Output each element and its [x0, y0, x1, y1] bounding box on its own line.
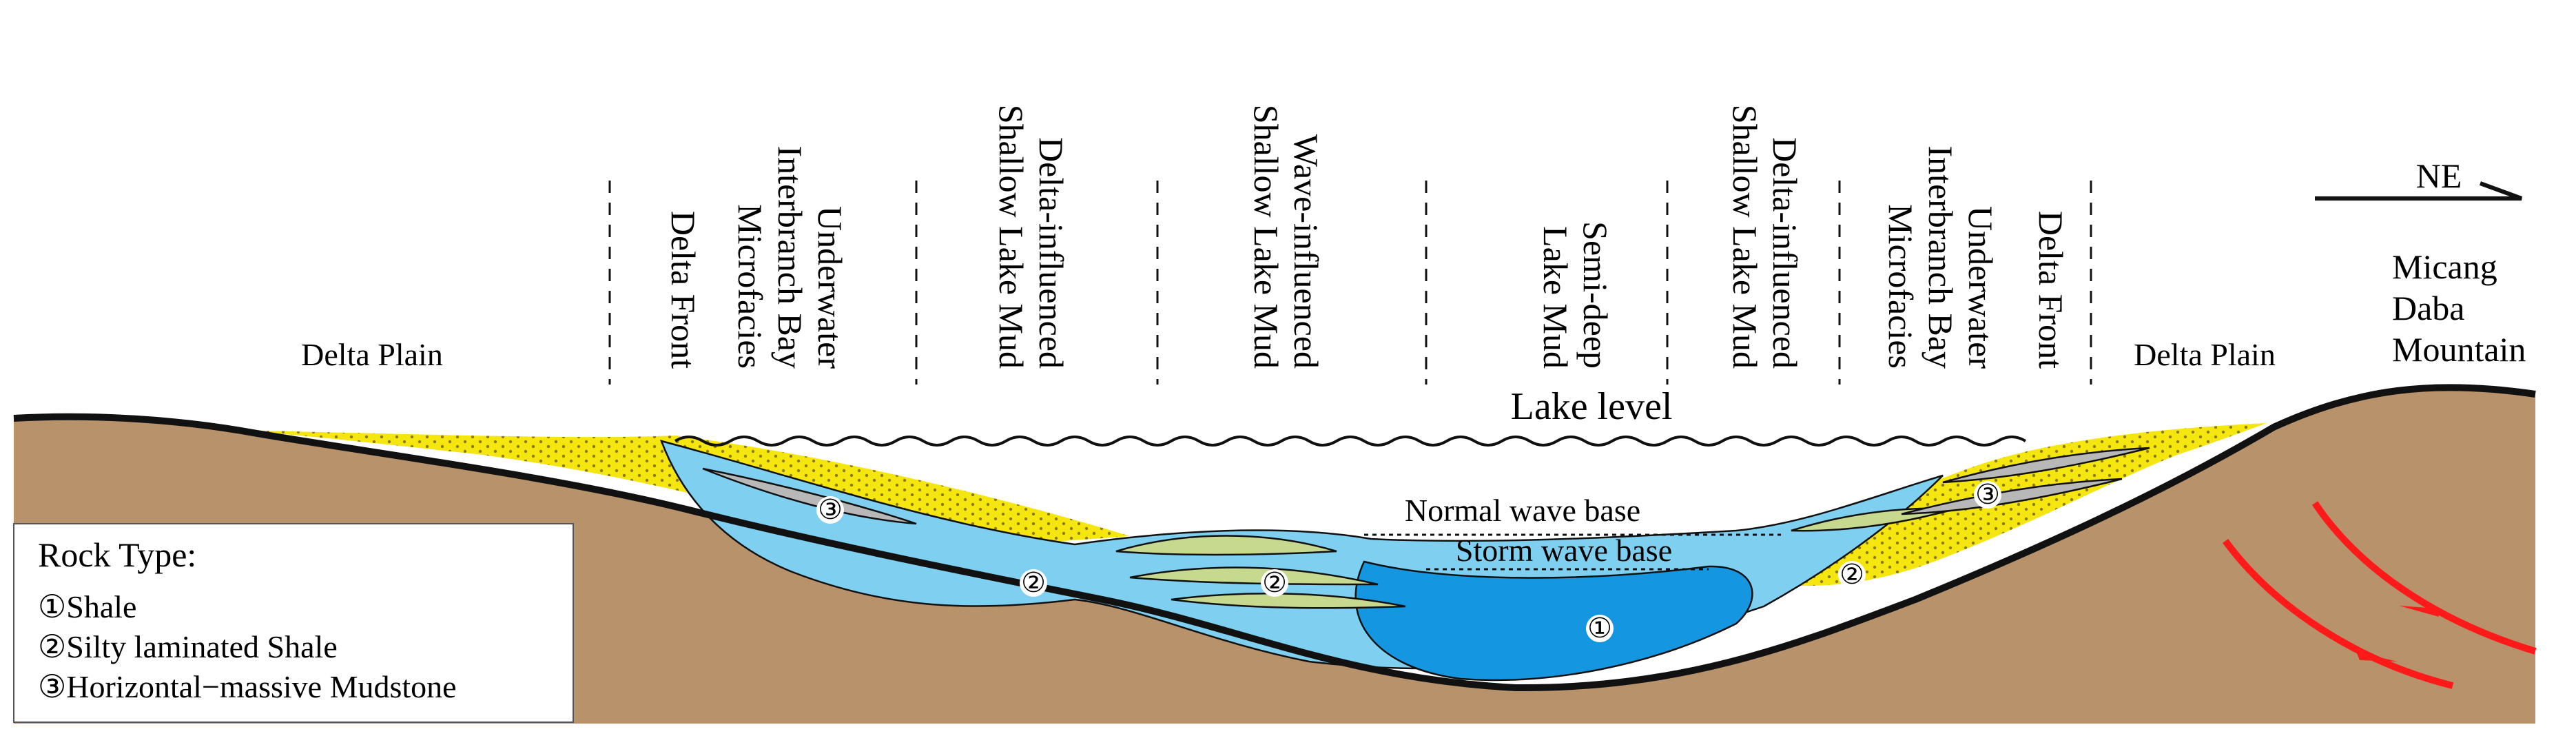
marker-symbol: ③: [818, 494, 843, 525]
rock-type-marker: ①: [1586, 613, 1614, 644]
storm-wave-base-label: Storm wave base: [1456, 533, 1672, 568]
mountain-label-line2: Daba: [2392, 289, 2465, 327]
normal-wave-base-label: Normal wave base: [1405, 493, 1640, 528]
silty-lens: [1129, 566, 1379, 586]
marker-background: [1020, 569, 1047, 597]
marker-symbol: ①: [1587, 613, 1612, 644]
fault-line: [2222, 539, 2454, 689]
direction-label: NE: [2416, 156, 2462, 195]
semi-deep-lake-mud: [1354, 560, 1753, 682]
basin-floor-outline: [13, 384, 2536, 692]
rock-type-marker: ②: [1838, 559, 1866, 590]
facies-label: Microfacies: [1882, 204, 1920, 369]
marker-background: [1261, 569, 1288, 597]
legend-text: Silty laminated Shale: [66, 629, 338, 664]
fault-arrow: [2356, 652, 2398, 662]
facies-label: Delta-influenced: [1766, 137, 1804, 369]
fault-arrow: [2399, 606, 2439, 617]
fault-line: [2311, 501, 2537, 655]
marker-symbol: ②: [1840, 559, 1864, 590]
delta-plain-left-label: Delta Plain: [301, 337, 443, 372]
facies-label: Interbranch Bay: [771, 146, 810, 369]
facies-label: Shallow Lake Mud: [1726, 105, 1764, 369]
facies-label: Underwater: [811, 206, 849, 369]
silty-lens: [1171, 593, 1406, 609]
marker-symbol: ②: [1021, 567, 1046, 598]
facies-label: Lake Mud: [1536, 226, 1575, 369]
marker-symbol: ②: [1262, 567, 1287, 598]
legend-symbol: ②: [38, 629, 66, 664]
silty-lens: [1115, 535, 1337, 556]
facies-label: Semi-deep: [1576, 221, 1615, 369]
mudstone-lens: [702, 467, 917, 525]
legend-symbol: ③: [38, 669, 66, 704]
facies-label: Wave-influenced: [1287, 134, 1326, 369]
facies-label: Microfacies: [731, 204, 770, 369]
rock-type-markers: ① ② ② ② ③ ③: [816, 479, 2001, 644]
legend-symbol: ①: [38, 589, 66, 624]
legend-item: ②Silty laminated Shale: [38, 629, 338, 664]
facies-label: Delta-influenced: [1032, 137, 1071, 369]
lake-level-label: Lake level: [1511, 385, 1673, 428]
mountain-label-line3: Mountain: [2392, 330, 2526, 369]
lake-level-line: [674, 436, 2027, 447]
legend-item: ①Shale: [38, 589, 136, 624]
facies-label: Delta Front: [2032, 211, 2070, 369]
rock-type-marker: ②: [1020, 567, 1047, 598]
basement-substrate: [14, 387, 2535, 724]
marker-background: [1838, 561, 1866, 589]
legend-box: [13, 523, 574, 723]
mountain-label-line1: Micang: [2392, 247, 2497, 286]
facies-label: Delta Front: [664, 211, 703, 369]
marker-background: [816, 496, 844, 524]
legend-title: Rock Type:: [38, 535, 196, 574]
legend-item: ③Horizontal−massive Mudstone: [38, 669, 457, 704]
delta-plain-right-label: Delta Plain: [2134, 337, 2276, 372]
legend-text: Horizontal−massive Mudstone: [66, 669, 456, 704]
facies-boundaries: [608, 181, 2092, 385]
facies-label: Shallow Lake Mud: [992, 105, 1031, 369]
direction-arrow-icon: [2315, 181, 2523, 201]
facies-label: Shallow Lake Mud: [1247, 105, 1286, 369]
facies-label: Underwater: [1961, 206, 2000, 369]
facies-label: Interbranch Bay: [1921, 146, 1960, 369]
legend-text: Shale: [66, 589, 136, 624]
marker-background: [1586, 615, 1614, 642]
rock-type-marker: ③: [1974, 479, 2001, 510]
mudstone-lens: [1942, 447, 2150, 484]
marker-symbol: ③: [1975, 479, 2000, 510]
delta-sand-right-texture: [1743, 423, 2267, 586]
rock-type-marker: ②: [1261, 567, 1288, 598]
rock-type-marker: ③: [816, 494, 844, 525]
marker-background: [1974, 481, 2001, 509]
